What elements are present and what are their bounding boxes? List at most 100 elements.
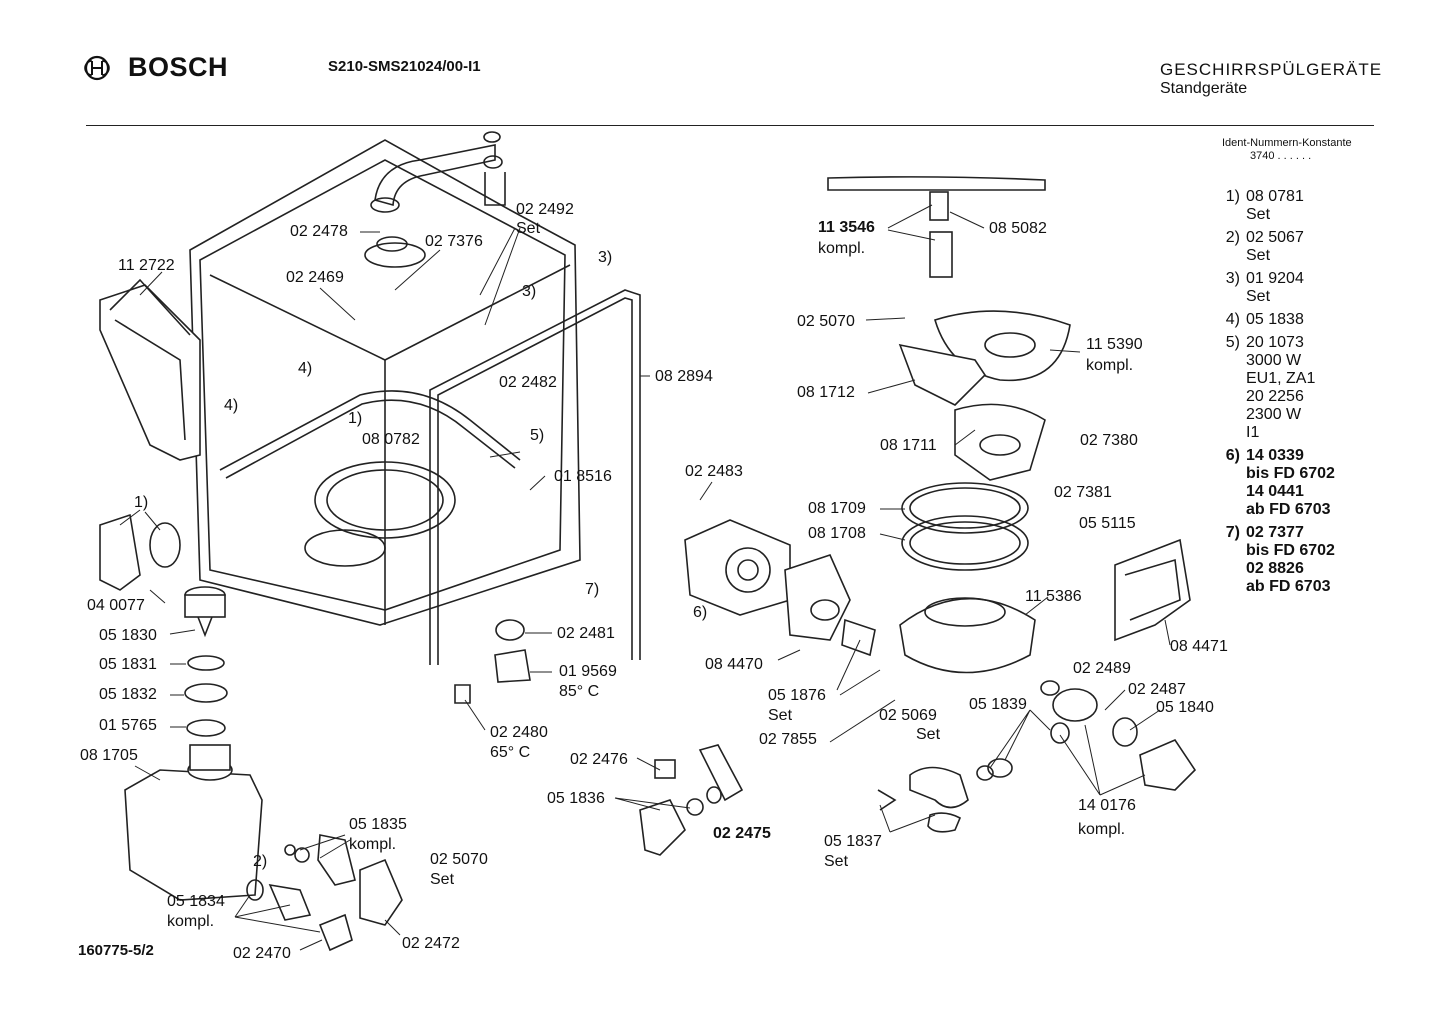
legend-key: 4): [1225, 311, 1240, 328]
part-label: Set: [430, 871, 455, 888]
ident-value: 3740 . . . . . .: [1250, 150, 1312, 162]
fill-pipe: [364, 131, 506, 268]
part-label: 08 1711: [880, 437, 937, 454]
part-label: 08 1705: [80, 747, 138, 764]
part-label: 02 2481: [557, 625, 615, 642]
legend-line: 20 1073: [1246, 334, 1304, 351]
bosch-armature-icon: [84, 55, 110, 80]
legend-line: 08 0781: [1246, 188, 1304, 205]
part-label: 02 7380: [1080, 432, 1138, 449]
ident-title: Ident-Nummern-Konstante: [1222, 137, 1352, 149]
part-label: kompl.: [349, 836, 396, 853]
part-label: 08 1712: [797, 384, 855, 401]
drawing-number: 160775-5/2: [78, 942, 154, 959]
filter-assembly: [898, 310, 1071, 481]
part-label: 02 2478: [290, 223, 348, 240]
legend-key: 5): [1225, 334, 1240, 351]
legend-line: 01 9204: [1246, 270, 1304, 287]
part-label: kompl.: [818, 240, 865, 257]
part-label: 05 1876: [768, 687, 826, 704]
legend-line: 02 8826: [1246, 560, 1304, 577]
part-label: 02 5069: [879, 707, 937, 724]
legend-line: Set: [1246, 247, 1271, 264]
legend-entry: 4) 05 1838: [1200, 311, 1335, 329]
part-label: 04 0077: [87, 597, 145, 614]
part-label: 05 1832: [99, 686, 157, 703]
part-label: 1): [134, 494, 148, 511]
part-label: 6): [693, 604, 707, 621]
part-label: 4): [298, 360, 312, 377]
part-label: 5): [530, 427, 544, 444]
part-label: 11 3546: [818, 219, 875, 236]
legend-line: bis FD 6702: [1246, 542, 1335, 559]
part-label: 05 1839: [969, 696, 1027, 713]
part-label: 01 5765: [99, 717, 157, 734]
part-label: 02 2483: [685, 463, 743, 480]
part-label: 01 8516: [554, 468, 612, 485]
control-panel-4471: [1114, 538, 1191, 642]
legend-line: Set: [1246, 206, 1271, 223]
legend-key: 3): [1225, 270, 1240, 287]
legend-line: 02 5067: [1246, 229, 1304, 246]
part-label: 02 2480: [490, 724, 548, 741]
part-label: 01 9569: [559, 663, 617, 680]
part-label: Set: [516, 220, 541, 237]
side-panel: [99, 278, 201, 461]
part-label: 02 2472: [402, 935, 460, 952]
part-label: 2): [253, 853, 267, 870]
part-label: kompl.: [1086, 357, 1133, 374]
salt-container: [124, 744, 263, 901]
part-label: 14 0176: [1078, 797, 1136, 814]
legend-line: 14 0441: [1246, 483, 1304, 500]
part-label: 7): [585, 581, 599, 598]
header-divider: [86, 125, 1374, 126]
part-label: 08 4470: [705, 656, 763, 673]
part-label: 08 1709: [808, 500, 866, 517]
part-label: 11 2722: [118, 257, 175, 274]
legend-line: bis FD 6702: [1246, 465, 1335, 482]
heater-element: [219, 390, 521, 479]
part-label: 3): [522, 283, 536, 300]
lower-left-parts: [246, 834, 403, 952]
legend-line: ab FD 6703: [1246, 578, 1331, 595]
part-label: 05 5115: [1079, 515, 1136, 532]
part-label: 05 1830: [99, 627, 157, 644]
part-label: 02 5070: [797, 313, 855, 330]
part-label: 4): [224, 397, 238, 414]
part-label: 02 2489: [1073, 660, 1131, 677]
part-label: 02 5070: [430, 851, 488, 868]
legend-line: 02 7377: [1246, 524, 1304, 541]
part-label: 3): [598, 249, 612, 266]
center-parts: [454, 619, 744, 856]
part-label: 02 2476: [570, 751, 628, 768]
legend-line: Set: [1246, 288, 1271, 305]
legend-line: 3000 W: [1246, 352, 1302, 369]
legend-line: 20 2256: [1246, 388, 1304, 405]
part-label: 11 5390: [1086, 336, 1143, 353]
part-label: Set: [768, 707, 793, 724]
upper-spray-arm: [827, 176, 1046, 278]
part-label: 02 2487: [1128, 681, 1186, 698]
part-label: 08 5082: [989, 220, 1047, 237]
seal-rings: [901, 482, 1029, 571]
legend-line: 05 1838: [1246, 311, 1304, 328]
part-label: 05 1834: [167, 893, 225, 910]
part-label: 08 4471: [1170, 638, 1228, 655]
part-label: 05 1835: [349, 816, 407, 833]
part-label: kompl.: [1078, 821, 1125, 838]
part-label: Set: [916, 726, 941, 743]
legend-line: 2300 W: [1246, 406, 1302, 423]
part-label: 05 1837: [824, 833, 882, 850]
legend-key: 1): [1225, 188, 1240, 205]
legend-key: 2): [1225, 229, 1240, 246]
salt-cap-rings: [99, 513, 228, 737]
part-label: 11 5386: [1025, 588, 1082, 605]
